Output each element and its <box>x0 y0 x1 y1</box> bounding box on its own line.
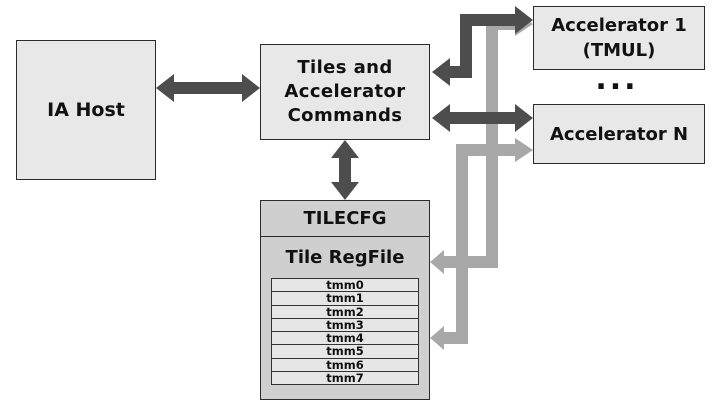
light-arrowhead-regfile-2 <box>430 326 444 350</box>
accelerator-n-label: Accelerator N <box>549 123 689 145</box>
accelerator-1-label: Accelerator 1 <box>551 15 687 36</box>
dark-arrowhead-acc1 <box>515 6 533 34</box>
accelerator-1-sublabel: (TMUL) <box>582 40 656 61</box>
accelerator-n-box: Accelerator N <box>533 104 705 164</box>
tilecfg-label: TILECFG <box>303 208 387 229</box>
register-tmm1: tmm1 <box>271 291 419 306</box>
register-tmm6: tmm6 <box>271 357 419 373</box>
light-arrowhead-regfile-1 <box>430 250 444 274</box>
register-tmm3: tmm3 <box>271 317 419 333</box>
dark-arrowhead-host <box>156 74 174 102</box>
light-arrowhead-accn <box>515 138 533 162</box>
accelerator-1-box: Accelerator 1 (TMUL) <box>533 6 705 70</box>
tile-regfile-label: Tile RegFile <box>285 247 405 268</box>
ia-host-label: IA Host <box>47 99 125 121</box>
register-tmm0: tmm0 <box>271 278 419 293</box>
light-path-acc1-to-regfile <box>440 18 517 268</box>
dark-arrowhead-tilecfg <box>331 182 359 200</box>
commands-label-line-1: Tiles and <box>297 57 393 78</box>
dark-path-commands-acc1 <box>446 14 517 78</box>
commands-label-line-2: Accelerator <box>284 81 406 102</box>
register-list: tmm0 tmm1 tmm2 tmm3 tmm4 tmm5 tmm6 tmm7 <box>271 278 419 386</box>
dark-arrowhead-commands-right-2 <box>432 104 450 132</box>
dark-arrowhead-commands-right-1 <box>432 58 450 86</box>
register-tmm2: tmm2 <box>271 304 419 319</box>
register-tmm4: tmm4 <box>271 331 419 346</box>
tilecfg-box: TILECFG <box>260 200 430 237</box>
commands-label-line-3: Commands <box>287 105 403 126</box>
dark-arrowhead-commands <box>242 74 260 102</box>
register-tmm5: tmm5 <box>271 344 419 359</box>
ellipsis: ... <box>595 62 639 97</box>
register-tmm7: tmm7 <box>271 371 419 386</box>
light-path-accn-to-regfile <box>440 144 517 344</box>
dark-arrowhead-commands-down <box>331 140 359 158</box>
tile-regfile-box: Tile RegFile tmm0 tmm1 tmm2 tmm3 tmm4 tm… <box>260 236 430 400</box>
ia-host-box: IA Host <box>16 40 156 180</box>
tiles-accelerator-commands-box: Tiles and Accelerator Commands <box>260 44 430 140</box>
dark-arrowhead-accn <box>515 104 533 132</box>
